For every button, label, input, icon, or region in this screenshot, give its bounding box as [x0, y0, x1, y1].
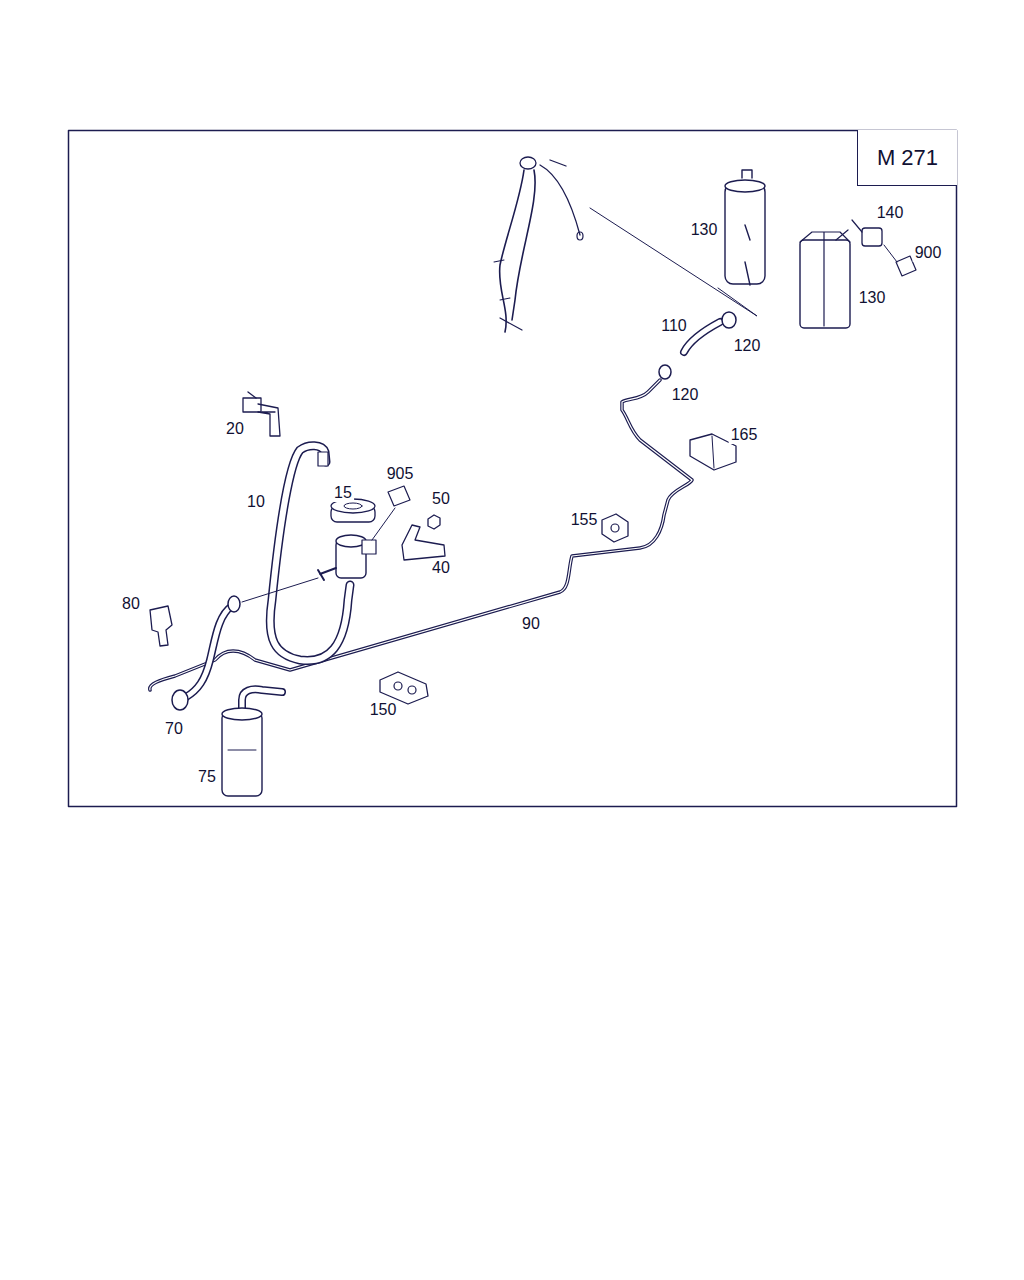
callout-number: 165	[729, 426, 760, 444]
callout-number: 70	[163, 720, 185, 738]
valve	[862, 228, 882, 246]
clip	[602, 514, 628, 542]
label-tag	[388, 486, 410, 506]
callout-number: 10	[245, 493, 267, 511]
hose-end	[318, 452, 328, 466]
clip-bracket	[248, 392, 280, 436]
harness-wire	[512, 170, 535, 320]
canister-fitting	[742, 170, 752, 285]
hose-end	[172, 690, 188, 710]
callout-number: 905	[385, 465, 416, 483]
callout-number: 110	[659, 317, 689, 335]
hose	[684, 322, 720, 352]
assembly-line	[242, 578, 318, 602]
filter-canister-top	[222, 708, 262, 720]
clamp	[659, 365, 671, 379]
title-box: M 271	[857, 130, 957, 186]
harness-clip	[494, 260, 522, 330]
clip-hole	[408, 686, 416, 694]
ring-hole	[344, 503, 362, 509]
canister-top	[725, 180, 765, 192]
callout-number: 50	[430, 490, 452, 508]
callout-number: 900	[913, 244, 944, 262]
callout-number: 20	[224, 420, 246, 438]
clip-hole	[394, 682, 402, 690]
valve-pin	[852, 220, 862, 232]
callout-number: 120	[732, 337, 763, 355]
diagram-frame	[69, 131, 957, 807]
hose-end	[228, 596, 240, 612]
callout-number: 75	[196, 768, 218, 786]
clip-divider	[712, 436, 714, 468]
callout-number: 155	[569, 511, 600, 529]
fuel-line-highlight	[150, 380, 692, 690]
assembly-line	[590, 208, 757, 316]
connector	[150, 606, 172, 646]
canister-detail	[800, 230, 850, 326]
engine-code: M 271	[877, 145, 938, 171]
hose-highlight	[684, 322, 720, 352]
bracket	[402, 525, 445, 560]
callout-number: 130	[689, 221, 720, 239]
callout-number: 90	[520, 615, 542, 633]
clip	[380, 672, 428, 704]
callout-number: 130	[857, 289, 888, 307]
leader-line	[884, 245, 897, 262]
harness-plug	[577, 232, 583, 240]
filter-canister	[222, 712, 262, 796]
callout-number: 150	[368, 701, 399, 719]
callout-number: 140	[875, 204, 906, 222]
canister-band	[228, 750, 256, 751]
harness-wire	[500, 170, 524, 332]
hose-highlight	[186, 606, 232, 697]
callout-number: 15	[332, 484, 354, 502]
callout-number: 120	[670, 386, 701, 404]
leader-line	[372, 508, 395, 540]
callout-number: 40	[430, 559, 452, 577]
clip	[243, 398, 261, 412]
nut	[428, 515, 440, 529]
clamp	[722, 312, 736, 328]
charcoal-canister	[725, 184, 765, 284]
fuel-line	[150, 380, 692, 690]
harness-plug	[520, 157, 536, 169]
clip-hole	[611, 524, 619, 532]
callout-number: 80	[120, 595, 142, 613]
purge-valve-plug	[362, 540, 376, 554]
valve-port	[318, 568, 336, 580]
charcoal-canister	[800, 240, 850, 328]
hose	[186, 606, 232, 697]
harness-wire	[540, 160, 580, 235]
